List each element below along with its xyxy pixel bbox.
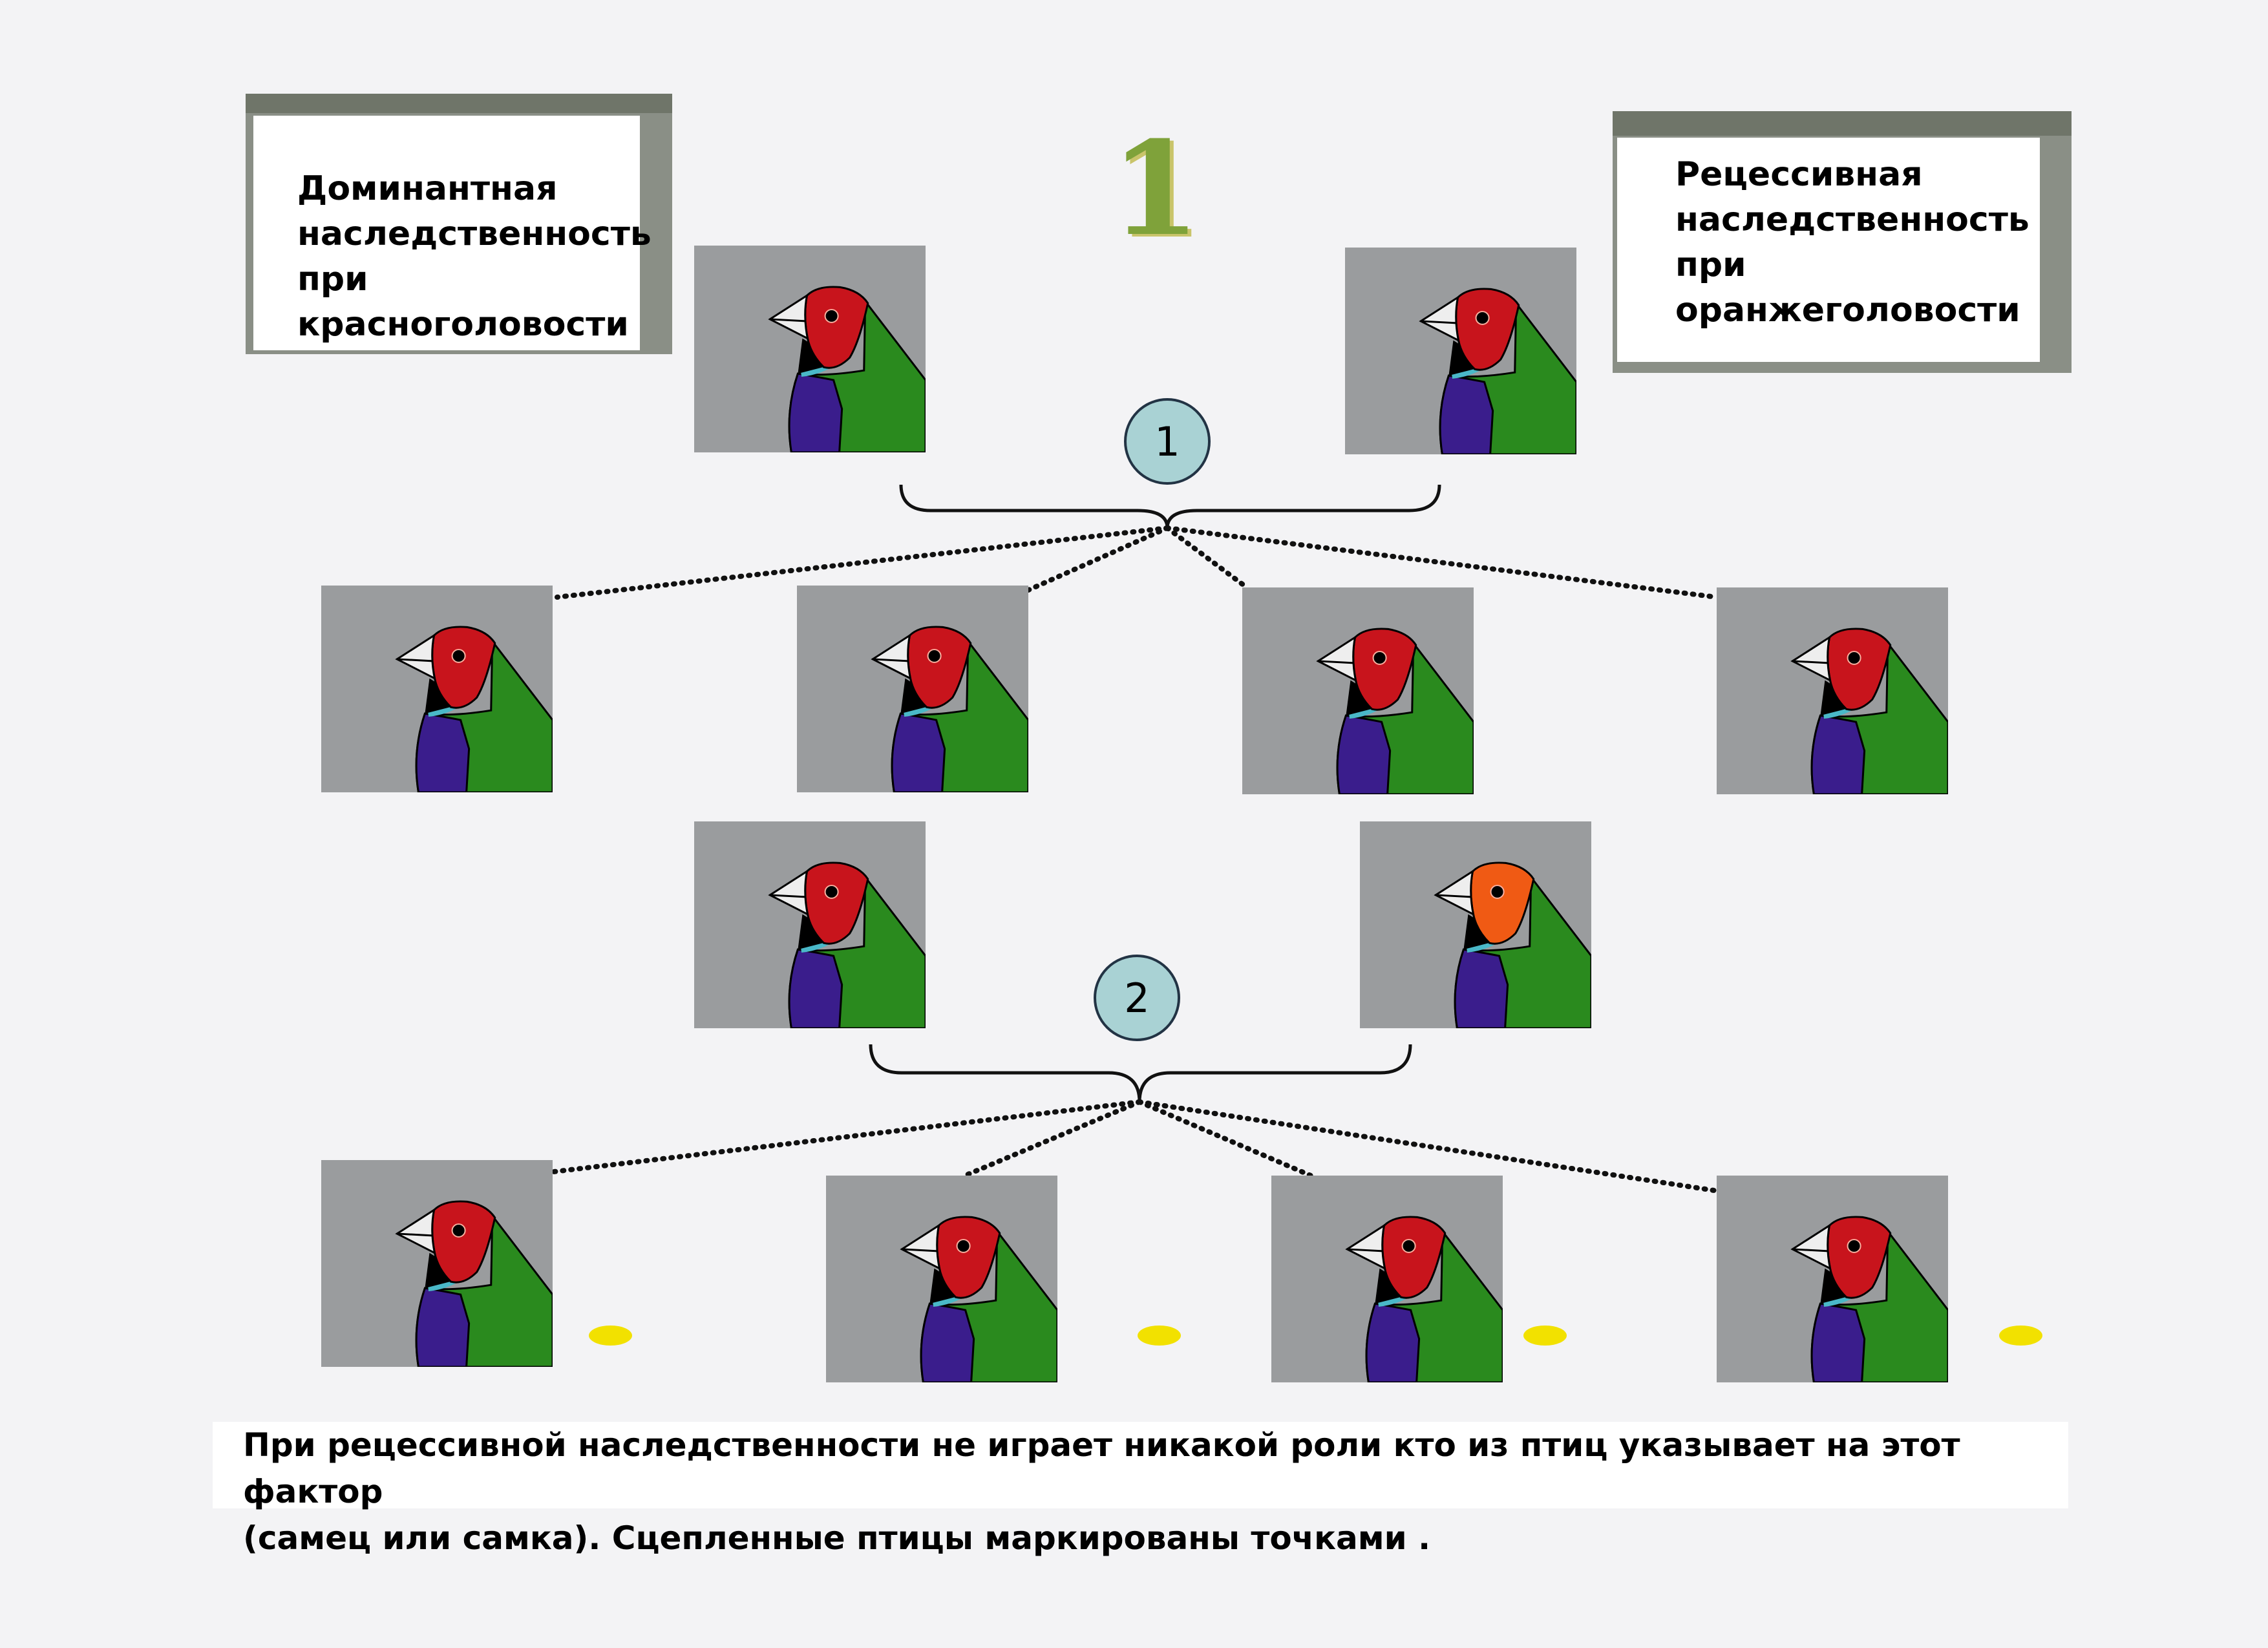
dotted-connector [555, 525, 1170, 600]
box-line: Рецессивная [1675, 155, 1923, 194]
box-line: при [297, 260, 368, 299]
step-circle-2: 2 [1094, 955, 1180, 1041]
box-line: оранжеголовости [1675, 291, 2020, 330]
caption-line-2: (самец или самка). Сцепленные птицы марк… [243, 1519, 1431, 1557]
dotted-connector [962, 1099, 1142, 1178]
bird-red-head-image [1242, 587, 1475, 796]
bird-red-head-image [1345, 248, 1578, 456]
caption-line-1: При рецессивной наследственности не игра… [243, 1426, 1960, 1510]
step-circle-1: 1 [1124, 398, 1211, 485]
brace-1 [899, 484, 1441, 529]
brace-2 [869, 1044, 1412, 1103]
bird-red-head-image [694, 246, 927, 454]
dotted-connector [551, 1099, 1142, 1174]
marker-dot [1138, 1326, 1181, 1346]
marker-dot [1999, 1326, 2042, 1346]
caption-box: При рецессивной наследственности не игра… [213, 1422, 2068, 1557]
bird-red-head-image [797, 586, 1030, 794]
recessive-label-box: Рецессивная наследственность при оранжег… [1613, 111, 2072, 373]
marker-dot [1523, 1326, 1567, 1346]
box-line: наследственность [297, 215, 652, 253]
bird-red-head-image [1717, 587, 1949, 796]
dotted-connector [1165, 525, 1249, 590]
marker-dot [589, 1326, 632, 1346]
bird-red-head-image [321, 586, 554, 794]
box-line: наследственность [1675, 200, 2030, 239]
dominant-label-box: Доминантная наследственность при красног… [246, 94, 672, 354]
bird-red-head-image [826, 1176, 1059, 1384]
bird-orange-head-image [1360, 821, 1593, 1030]
bird-red-head-image [321, 1160, 554, 1368]
dotted-connector [1165, 525, 1719, 600]
dotted-connector [1137, 1099, 1313, 1178]
bird-red-head-image [1271, 1176, 1504, 1384]
box-line: при [1675, 246, 1746, 284]
generation-number: 1 [1110, 113, 1201, 265]
bird-red-head-image [1717, 1176, 1949, 1384]
bird-red-head-image [694, 821, 927, 1030]
box-line: Доминантная [297, 169, 558, 208]
dotted-connector [1026, 525, 1170, 593]
box-line: красноголовости [297, 305, 629, 344]
